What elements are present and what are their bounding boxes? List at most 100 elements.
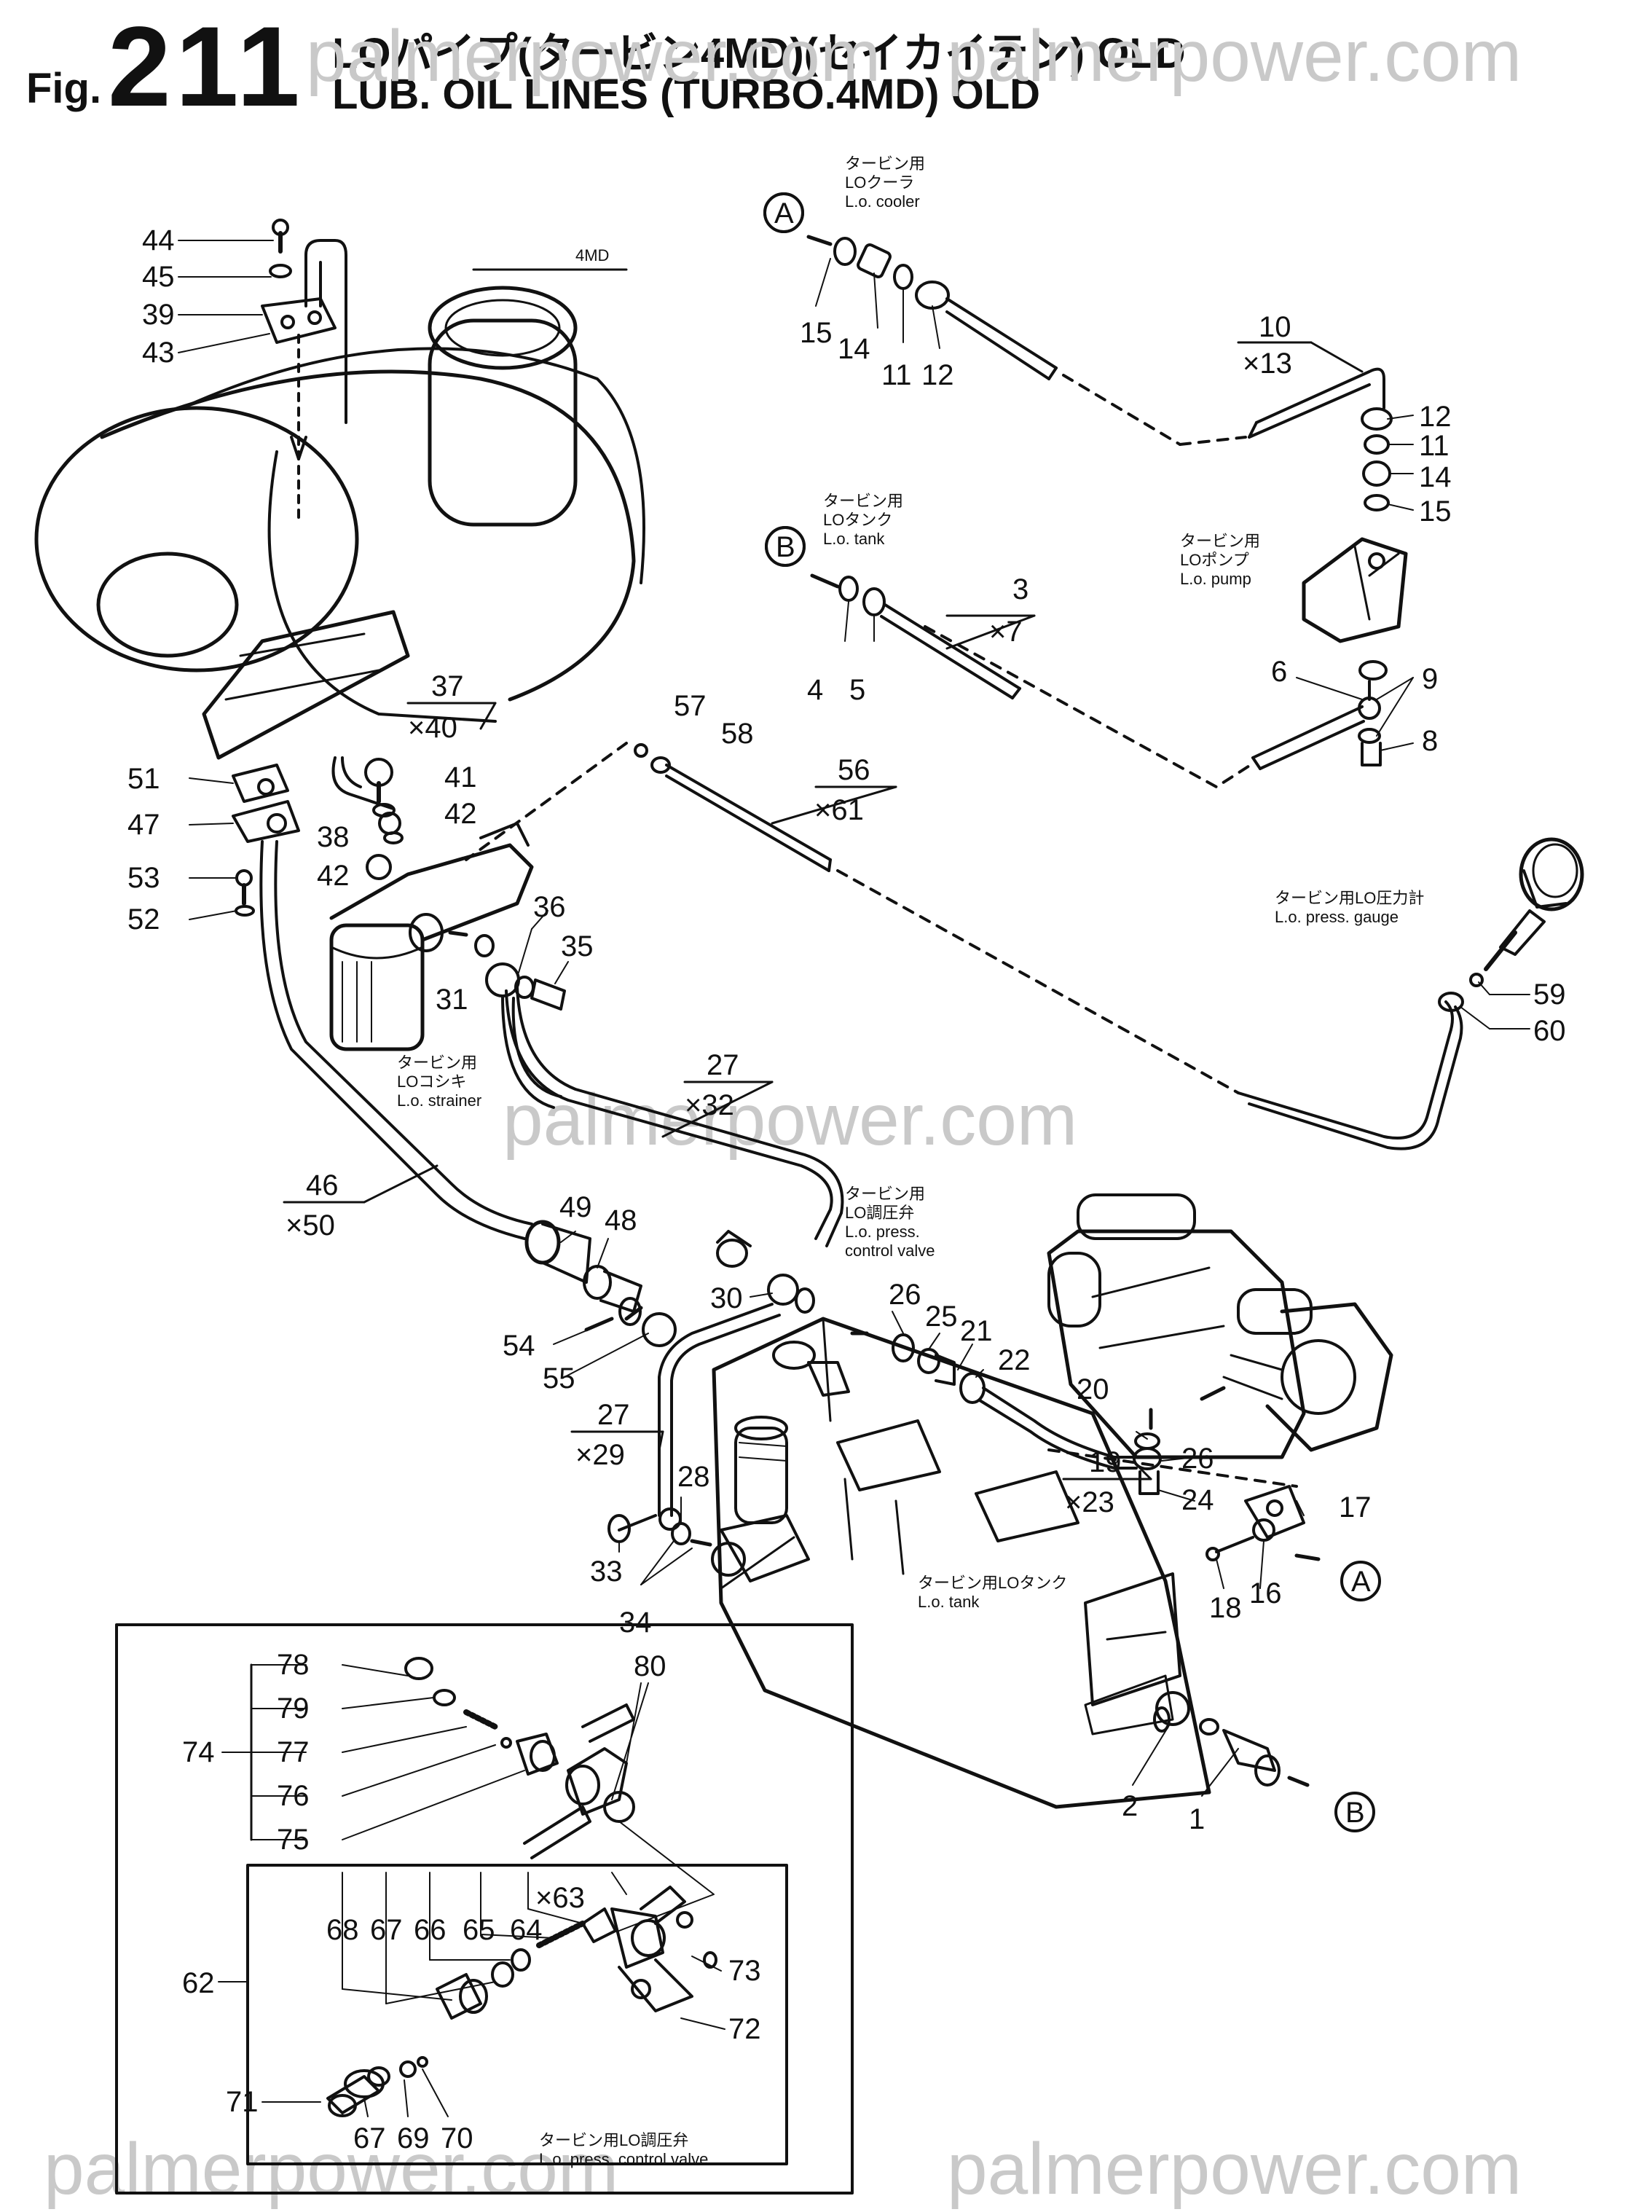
pipe-10-number: 10 [1259, 311, 1291, 343]
part-number: 55 [543, 1362, 575, 1395]
part-number: 12 [921, 359, 954, 391]
part-number: 28 [677, 1461, 710, 1493]
part-number: 35 [561, 930, 594, 962]
lo-tank-top-label-jp2: LOタンク [823, 511, 892, 529]
callout-b-label: B [1345, 1797, 1365, 1829]
part-number: 2 [1122, 1790, 1138, 1822]
part-number: 73 [728, 1955, 761, 1987]
part-number: 26 [889, 1279, 921, 1311]
engine-pump-drawing [1047, 1193, 1393, 1459]
pipe-63-qty: ×63 [535, 1882, 585, 1914]
lo-gauge-label-jp: タービン用LO圧力計 [1275, 889, 1424, 907]
part-number: 11 [881, 359, 912, 391]
part-number: 59 [1533, 978, 1566, 1011]
part-number: 30 [710, 1282, 743, 1314]
lo-strainer-label-jp2: LOコシキ [397, 1072, 466, 1091]
part-number: 31 [436, 984, 468, 1016]
part-number: 75 [277, 1824, 310, 1856]
lo-pump-label-en: L.o. pump [1180, 570, 1251, 588]
part-number: 16 [1249, 1577, 1282, 1609]
part-number: 60 [1533, 1015, 1566, 1047]
figure-prefix: Fig. [26, 65, 102, 112]
pipe-labels: 10 ×13 3 ×7 37 ×40 56 ×61 27 ×32 46 ×50 … [286, 311, 1292, 1914]
part-number: 4 [807, 674, 823, 706]
lo-valve-label-en2: control valve [845, 1242, 935, 1260]
inset-valve-label-en: L.o. press. control valve [539, 2150, 708, 2168]
pipe-56-qty: ×61 [814, 794, 864, 826]
part-number: 79 [277, 1693, 310, 1725]
part-number: 18 [1209, 1592, 1242, 1624]
pipe-56-number: 56 [838, 754, 870, 786]
pipe-27-qty: ×32 [685, 1089, 734, 1121]
callout-b-circle [765, 526, 806, 567]
leader-lines [189, 258, 1530, 1797]
pipe-37-number: 37 [431, 670, 464, 702]
title-japanese: LOパイプ(タービン4MD)(セイカイテン) OLD [332, 30, 1186, 77]
part-number: 14 [1419, 461, 1452, 493]
part-number: 80 [634, 1650, 666, 1682]
part-number: 78 [277, 1649, 310, 1681]
part-number: 47 [127, 809, 160, 841]
engine-label: 4MD [575, 246, 609, 264]
part-number: 76 [277, 1780, 310, 1812]
part-number: 41 [444, 761, 477, 793]
inset-frame [115, 1623, 854, 2195]
lo-tank-top-label-en: L.o. tank [823, 530, 885, 548]
pipe-19-qty: ×23 [1065, 1486, 1114, 1518]
part-number: 12 [1419, 401, 1452, 433]
pipe-label-bars [283, 341, 1364, 1480]
drain-plug-assembly [1084, 1674, 1310, 1787]
part-number: 15 [1419, 495, 1452, 527]
part-number: 36 [533, 891, 566, 923]
part-number: 51 [127, 763, 160, 795]
part-number: 20 [1077, 1373, 1109, 1405]
part-number: 26 [1181, 1443, 1214, 1475]
inset-subframe [246, 1864, 788, 2165]
inset-valve-label-jp: タービン用LO調圧弁 [539, 2131, 688, 2149]
watermark: palmerpower.com [44, 2128, 619, 2210]
part-number: 68 [326, 1914, 359, 1946]
pipe-27-qty: ×29 [575, 1439, 625, 1471]
callout-b-label: B [776, 531, 795, 563]
figure-number: 211 [108, 4, 304, 130]
part-number: 72 [728, 2013, 761, 2045]
lo-cooler-label-jp2: LOクーラ [845, 173, 914, 192]
callout-a-label: A [1351, 1566, 1371, 1598]
part-number: 14 [838, 333, 870, 365]
part-number: 67 [370, 1914, 403, 1946]
pipe-27-number: 27 [597, 1399, 630, 1431]
callout-a-label: A [774, 197, 794, 230]
callout-a-circle [763, 192, 804, 233]
part-number: 39 [142, 299, 175, 331]
part-number: 42 [317, 860, 350, 892]
part-number: 52 [127, 903, 160, 936]
pipe-27-number: 27 [707, 1049, 739, 1081]
part-numbers: 44 45 39 43 15 14 11 12 12 11 14 15 4 5 … [127, 224, 1566, 2154]
part-number: 62 [182, 1967, 215, 1999]
lo-strainer-label-en: L.o. strainer [397, 1091, 481, 1110]
lo-tank-top-label-jp1: タービン用 [823, 492, 903, 510]
part-number: 1 [1189, 1803, 1205, 1835]
pipe-10-qty: ×13 [1243, 348, 1292, 380]
lo-tank-main-label-jp: タービン用LOタンク [918, 1574, 1067, 1592]
watermark: palmerpower.com [306, 15, 881, 97]
part-number: 33 [590, 1556, 623, 1588]
turbocharger-drawing [34, 268, 645, 760]
part-number: 71 [226, 2086, 259, 2118]
part-number: 6 [1271, 656, 1287, 688]
part-number: 25 [925, 1301, 958, 1333]
lo-valve-label-jp2: LO調圧弁 [845, 1204, 914, 1222]
title-english: LUB. OIL LINES (TURBO.4MD) OLD [332, 71, 1041, 118]
lo-gauge-label-en: L.o. press. gauge [1275, 908, 1399, 926]
lo-pump-label-jp1: タービン用 [1180, 532, 1260, 550]
part-number: 53 [127, 862, 160, 894]
part-number: 58 [721, 718, 754, 750]
part-number: 49 [559, 1191, 592, 1223]
part-number: 77 [277, 1736, 310, 1768]
part-number: 11 [1419, 430, 1450, 462]
part-number: 43 [142, 337, 175, 369]
part-number: 24 [1181, 1484, 1214, 1516]
part-number: 42 [444, 798, 477, 830]
callout-a-circle [1340, 1561, 1381, 1601]
watermark: palmerpower.com [503, 1079, 1078, 1161]
